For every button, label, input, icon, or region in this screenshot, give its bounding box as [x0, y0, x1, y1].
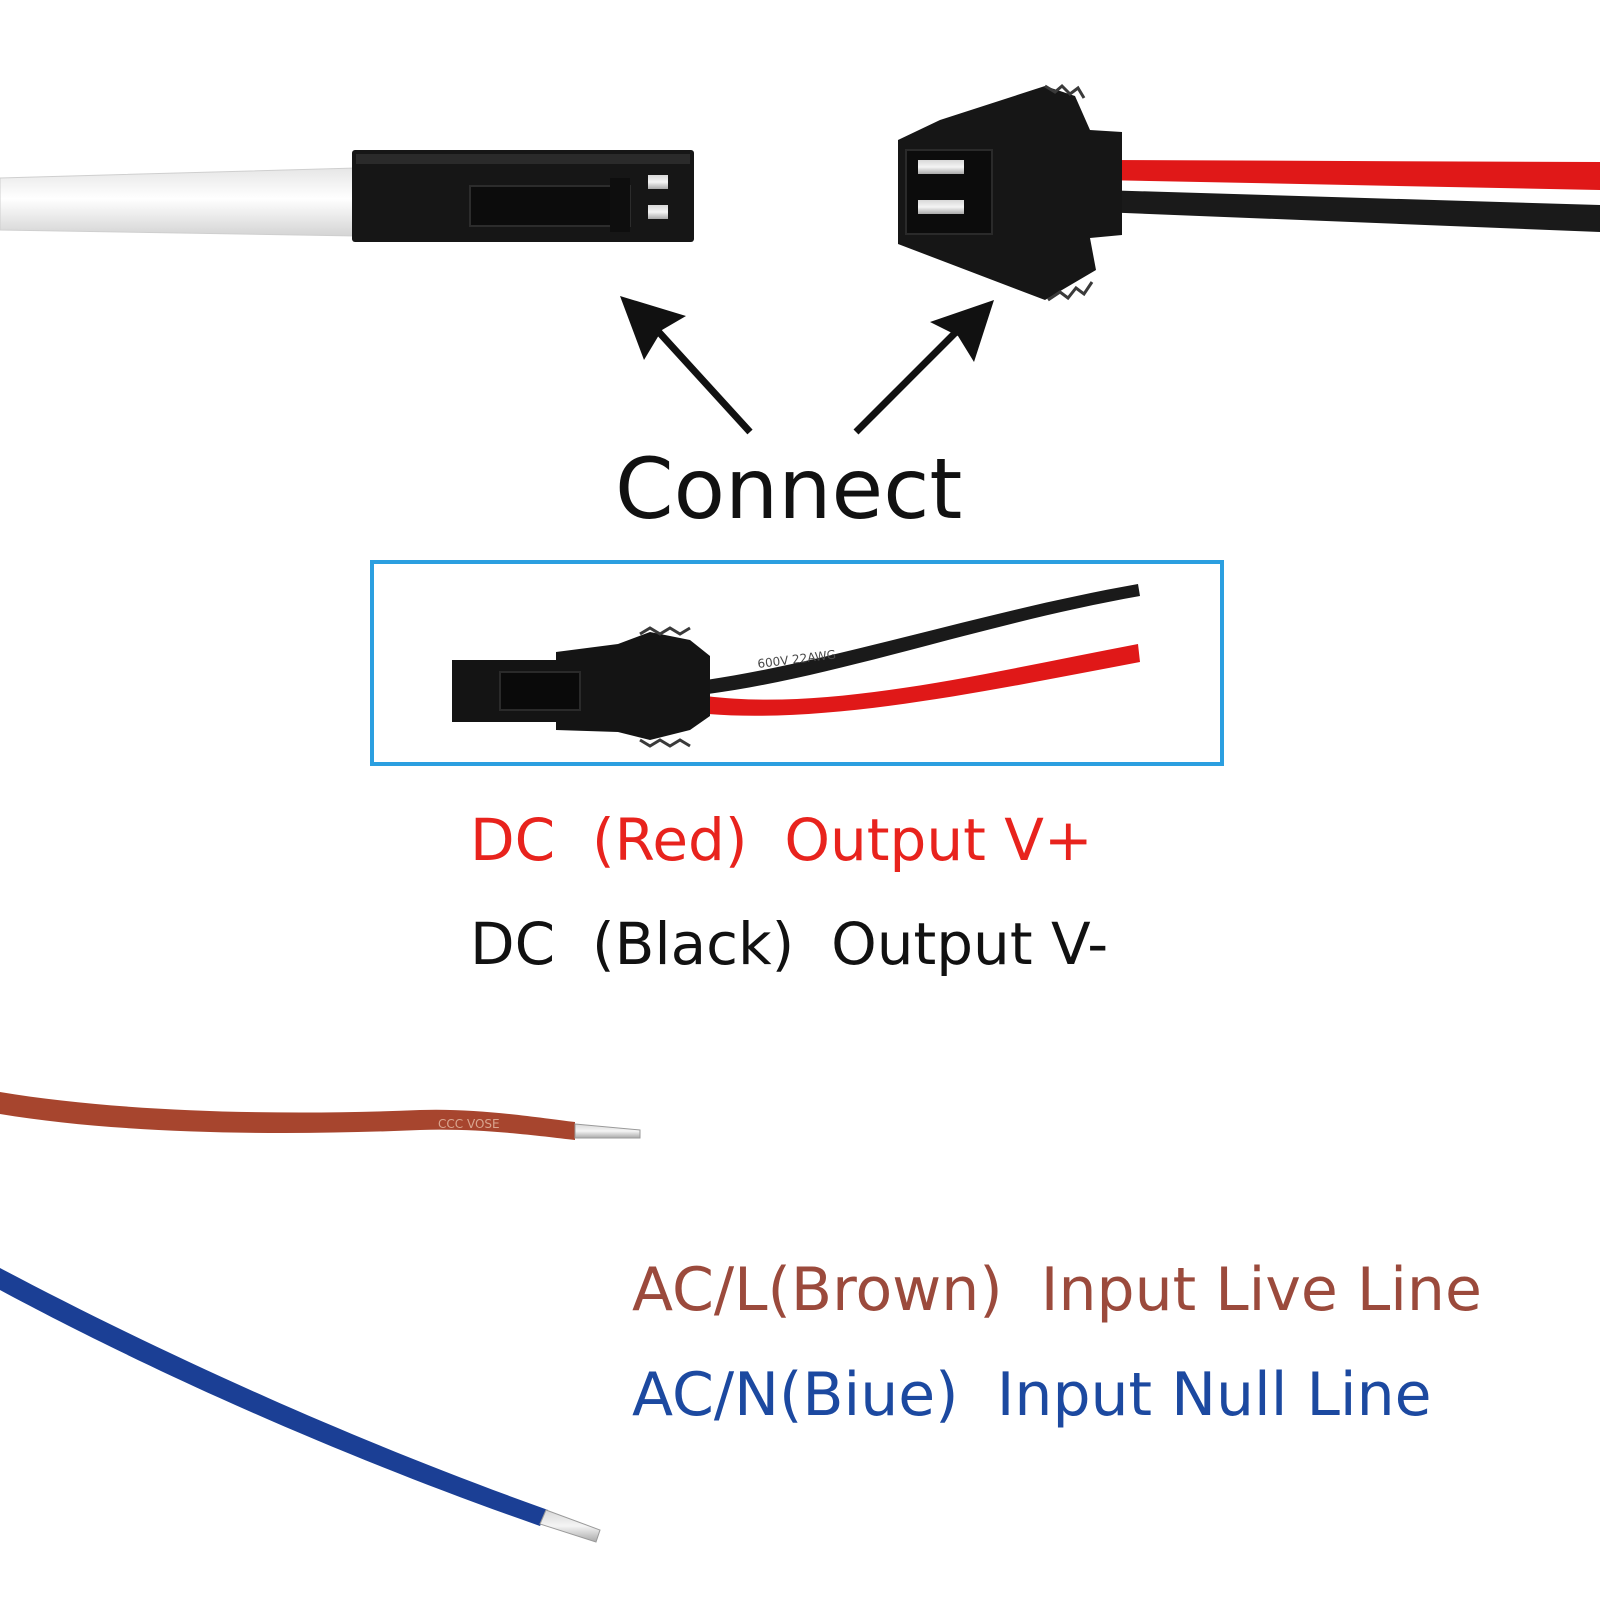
- red-wire-top: [1100, 160, 1600, 190]
- red-wire: [706, 644, 1140, 716]
- ac-live-input-label: AC/L(Brown) Input Live Line: [632, 1255, 1482, 1325]
- black-wire-top: [1100, 190, 1600, 232]
- ac-brown-wire: CCC VOSE: [0, 1092, 641, 1140]
- female-pin-top: [648, 175, 668, 189]
- dc-red-output-label: DC (Red) Output V+: [470, 806, 1093, 874]
- brown-wire-print: CCC VOSE: [438, 1117, 500, 1131]
- male-pin-bottom: [918, 200, 964, 214]
- brown-wire-insulation: [0, 1092, 575, 1140]
- blue-wire-insulation: [0, 1268, 548, 1526]
- dc-output-connector: 600V 22AWG: [452, 584, 1140, 748]
- highlight-box: [370, 560, 1224, 766]
- ac-null-input-label: AC/N(Biue) Input Null Line: [632, 1360, 1432, 1430]
- connect-label: Connect: [615, 440, 963, 538]
- brown-wire-conductor: [574, 1123, 641, 1139]
- white-cable-female-connector: [0, 150, 694, 242]
- red-black-male-connector: [898, 83, 1600, 302]
- female-pin-bottom: [648, 205, 668, 219]
- male-pin-top: [918, 160, 964, 174]
- male-housing: [898, 86, 1122, 300]
- arrow-up-left-icon: [620, 296, 753, 435]
- white-cable: [0, 167, 357, 237]
- arrow-up-right-icon: [853, 300, 994, 435]
- dc-black-output-label: DC (Black) Output V-: [470, 910, 1109, 978]
- blue-wire-conductor: [539, 1509, 601, 1543]
- ac-blue-wire: [0, 1268, 601, 1543]
- black-wire: [706, 584, 1140, 694]
